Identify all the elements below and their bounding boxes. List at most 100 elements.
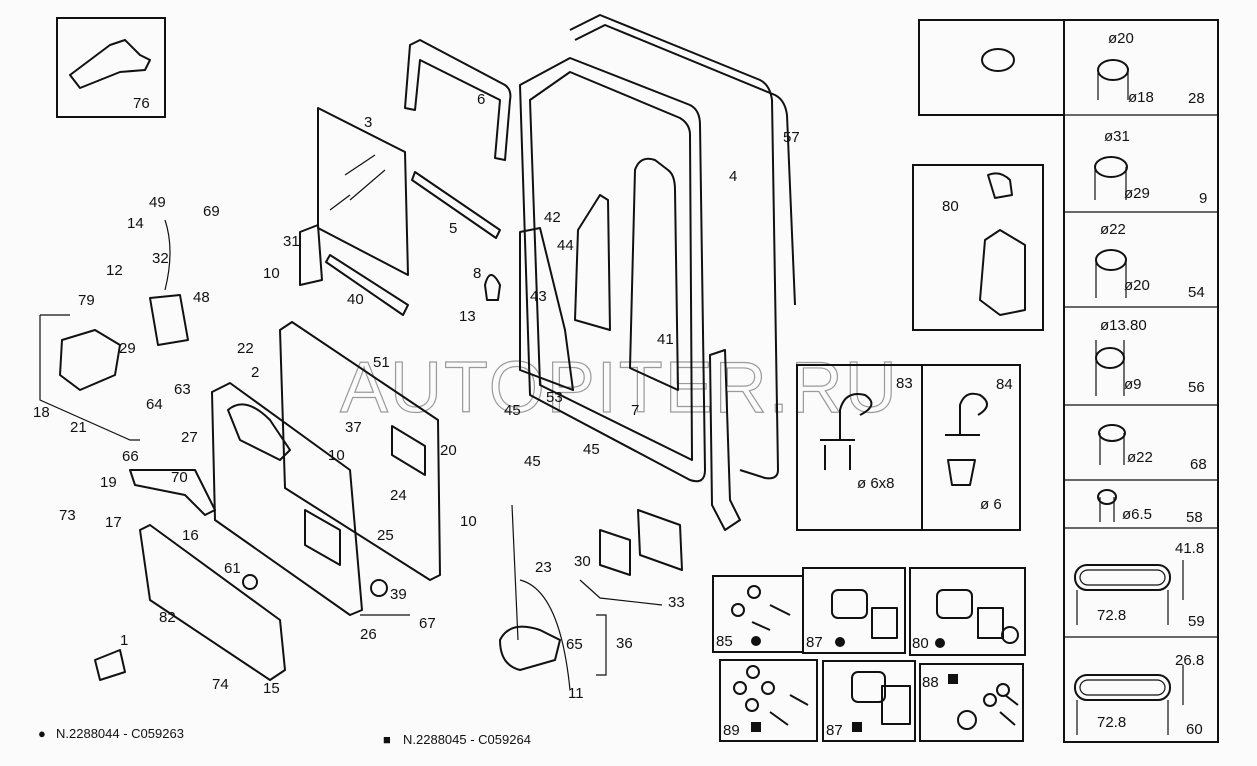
circle-marker [835, 637, 845, 647]
callout: 11 [568, 685, 584, 702]
plug-height: 26.8 [1175, 652, 1204, 669]
callout: 51 [373, 354, 390, 371]
part-80-lock-assembly [979, 229, 1026, 316]
callout: 31 [283, 233, 300, 250]
callout: 44 [557, 237, 574, 254]
part-31-bracket [299, 224, 323, 286]
callout: 10 [328, 447, 345, 464]
plug-dia-bottom: ø22 [1127, 449, 1153, 466]
callout: 67 [419, 615, 436, 632]
callout: 64 [146, 396, 163, 413]
callout: 79 [78, 292, 95, 309]
callout: 87 [806, 634, 823, 651]
callout: 20 [440, 442, 457, 459]
callout: 6 [477, 91, 485, 108]
callout: 89 [723, 722, 740, 739]
part-76-clip [69, 39, 151, 89]
callout: 69 [203, 203, 220, 220]
plug-dia-top: ø22 [1100, 221, 1126, 238]
part-41-glass-seal [629, 157, 679, 391]
callout: 5 [449, 220, 457, 237]
part-32-rod [164, 219, 171, 291]
kit-box-87-square [822, 660, 916, 742]
callout: 82 [159, 609, 176, 626]
plug-height: 41.8 [1175, 540, 1204, 557]
callout: 45 [524, 453, 541, 470]
callout: 57 [783, 129, 800, 146]
legend-circle-text: N.2288044 - C059263 [56, 726, 184, 741]
callout: 36 [616, 635, 633, 652]
plug-ref: 28 [1188, 90, 1205, 107]
callout: 80 [912, 635, 929, 652]
detail-box-hooks [796, 364, 1021, 531]
callout: 63 [174, 381, 191, 398]
callout: 24 [390, 487, 407, 504]
part-80-cylinder [987, 172, 1013, 199]
callout: 43 [530, 288, 547, 305]
legend-square-text: N.2288045 - C059264 [403, 732, 531, 747]
callout: 30 [574, 553, 591, 570]
hook-dim-84: ø 6 [980, 496, 1002, 513]
part-4-seal [569, 14, 779, 480]
callout: 33 [668, 594, 685, 611]
plug-length: 72.8 [1097, 714, 1126, 731]
callout: 65 [566, 636, 583, 653]
plug-column-dividers [1064, 114, 1218, 638]
callout: 7 [631, 402, 639, 419]
part-79-handle [59, 329, 121, 391]
callout: 22 [237, 340, 254, 357]
plug-dia-top: ø13.80 [1100, 317, 1147, 334]
callout: 41 [657, 331, 674, 348]
callout: 2 [251, 364, 259, 381]
part-hinge [709, 349, 741, 531]
callout: 45 [583, 441, 600, 458]
callout: 48 [193, 289, 210, 306]
callout: 1 [120, 632, 128, 649]
legend-circle-symbol: ● [38, 726, 46, 741]
part-57-seal [574, 24, 796, 306]
plug-drawings [1074, 59, 1184, 735]
part-2-door-trim [211, 382, 363, 616]
part-48-lock [149, 294, 189, 346]
square-marker [852, 722, 862, 732]
callout: 40 [347, 291, 364, 308]
callout: 73 [59, 507, 76, 524]
plug-ref: 9 [1199, 190, 1207, 207]
callout: 13 [459, 308, 476, 325]
callout: 66 [122, 448, 139, 465]
detail-box-cap [918, 19, 1065, 116]
callout: 19 [100, 474, 117, 491]
plug-dia-top: ø31 [1104, 128, 1130, 145]
legend-square-symbol: ■ [383, 732, 391, 747]
part-1-knob [94, 649, 126, 681]
plug-dia-bottom: ø18 [1128, 89, 1154, 106]
part-84-hook [945, 392, 988, 486]
detail-box-76 [56, 17, 166, 118]
callout: 80 [942, 198, 959, 215]
part-8-knob [484, 274, 501, 301]
plug-dia-bottom: ø6.5 [1122, 506, 1152, 523]
kit-drawings [731, 585, 1019, 730]
part-83-hook [820, 393, 873, 470]
callout-labels: 76 3 6 57 4 49 69 14 5 42 44 31 32 10 8 … [33, 91, 1013, 739]
callout: 14 [127, 215, 144, 232]
callout: 17 [105, 514, 122, 531]
plug-dia-bottom: ø29 [1124, 185, 1150, 202]
callout: 10 [263, 265, 280, 282]
plug-ref: 59 [1188, 613, 1205, 630]
plug-dia-top: ø20 [1108, 30, 1134, 47]
part-6-seal [404, 39, 512, 161]
detail-box-80 [912, 164, 1044, 331]
callout: 87 [826, 722, 843, 739]
leader-lines [39, 314, 663, 676]
plug-ref: 56 [1188, 379, 1205, 396]
callout: 85 [716, 633, 733, 650]
part-39-grommet [370, 579, 388, 597]
square-marker [948, 674, 958, 684]
callout: 15 [263, 680, 280, 697]
callout: 21 [70, 419, 87, 436]
callout: 42 [544, 209, 561, 226]
callout: 37 [345, 419, 362, 436]
part-40-rail [325, 254, 409, 316]
